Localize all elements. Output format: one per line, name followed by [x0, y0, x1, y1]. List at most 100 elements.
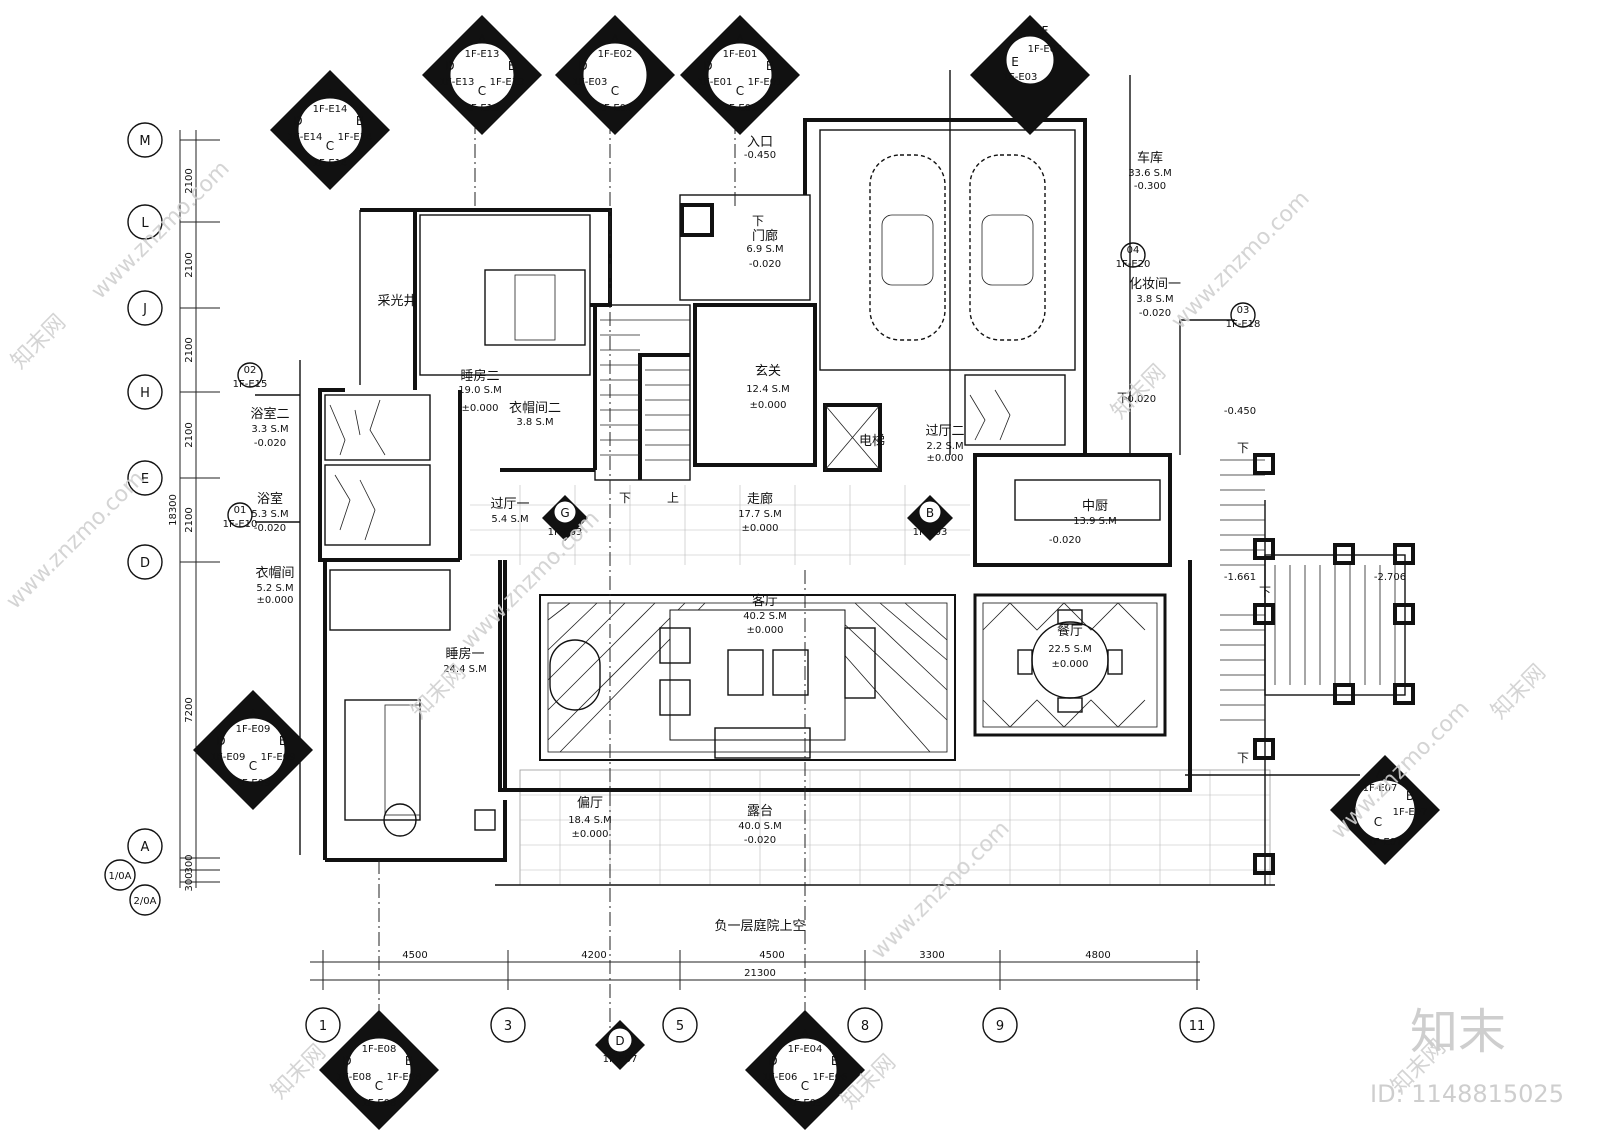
room-level: ±0.000: [926, 453, 963, 464]
room-level: -0.020: [1049, 535, 1081, 546]
room-name: 电梯: [859, 434, 885, 449]
watermark-brand: 知末网: [1487, 660, 1551, 724]
svg-text:B: B: [508, 59, 516, 73]
elevation-symbol-e04: A 1F-E04 D B 1F-E06 1F-E06 C 1F-E05: [745, 1010, 865, 1130]
svg-text:1F-E04: 1F-E04: [788, 1044, 823, 1055]
dim-text: 4200: [581, 950, 606, 961]
svg-text:B: B: [766, 59, 774, 73]
stair-up: 上: [667, 491, 679, 505]
room-name: 偏厅: [577, 796, 603, 811]
elevation-symbol-e13: A 1F-E13 D B 1F-E13 1F-E13 C 1F-E13: [422, 15, 542, 135]
svg-text:1F-E09: 1F-E09: [261, 752, 296, 763]
room-name: 睡房一: [445, 646, 484, 662]
watermark-brand: 知末网: [407, 660, 471, 724]
ref-callouts: 02 1F-E15 01 1F-E10 04 1F-E20 03 1F-E18 …: [223, 242, 1261, 1070]
room-area: 40.0 S.M: [738, 821, 782, 832]
watermark-logo: 知末: [1410, 1004, 1506, 1060]
col-bubbles: 1 3 5 8 9 11: [305, 1007, 1215, 1043]
room-name: 衣帽间二: [509, 400, 561, 416]
stairs: [600, 319, 1415, 875]
room-area: 3.3 S.M: [251, 424, 288, 435]
svg-text:A: A: [1376, 767, 1385, 781]
svg-text:1F-E02: 1F-E02: [598, 103, 633, 114]
svg-text:1F-E13: 1F-E13: [465, 49, 500, 60]
row-label: M: [139, 134, 150, 149]
svg-text:F: F: [1042, 24, 1049, 38]
col-label: 8: [861, 1019, 869, 1034]
svg-text:1F-E03: 1F-E03: [1003, 72, 1038, 83]
room-name: 过厅二: [925, 424, 964, 439]
svg-text:1F-E20: 1F-E20: [1116, 259, 1151, 270]
room-area: 5.2 S.M: [256, 583, 293, 594]
elevation-symbol-fe: F 1F-E03 E 1F-E03: [970, 15, 1090, 135]
svg-text:C: C: [1374, 815, 1382, 829]
room-name: 过厅一: [490, 497, 529, 512]
room-name: 浴室二: [250, 406, 289, 422]
room-name: 负一层庭院上空: [714, 918, 805, 934]
svg-text:A: A: [249, 707, 258, 721]
svg-text:1F-E03: 1F-E03: [573, 77, 608, 88]
level-text: -1.661: [1224, 572, 1256, 583]
room-name: 客厅: [752, 593, 778, 609]
elevation-symbol-e02: A 1F-E02 D 1F-E03 C 1F-E02: [555, 15, 675, 135]
svg-text:G: G: [560, 506, 569, 520]
row-label: H: [140, 386, 150, 401]
row-label: E: [141, 472, 149, 487]
svg-text:C: C: [801, 1079, 809, 1093]
svg-text:1F-E01: 1F-E01: [723, 49, 758, 60]
row-label: 1/0A: [109, 871, 132, 882]
dim-text: 2100: [184, 168, 195, 193]
svg-text:C: C: [249, 759, 257, 773]
svg-text:1F-E07: 1F-E07: [1363, 783, 1398, 794]
room-area: 3.8 S.M: [1136, 294, 1173, 305]
room-level: -0.020: [1139, 308, 1171, 319]
room-area: 17.7 S.M: [738, 509, 782, 520]
svg-text:C: C: [478, 84, 486, 98]
row-label: L: [141, 216, 149, 231]
room-name: 露台: [747, 804, 773, 819]
svg-text:1F-E03: 1F-E03: [1028, 44, 1063, 55]
beds: [344, 269, 586, 837]
svg-text:B: B: [279, 734, 287, 748]
svg-text:1F-E09: 1F-E09: [236, 724, 271, 735]
terrace-tiles: [519, 769, 1271, 886]
svg-text:A: A: [326, 87, 335, 101]
room-area: 19.0 S.M: [458, 385, 502, 396]
room-name: 车库: [1137, 150, 1163, 166]
svg-text:A: A: [801, 1027, 810, 1041]
dim-text: 2100: [184, 507, 195, 532]
dimensions-vertical: 2100 2100 2100 2100 2100 7200 300 300 18…: [168, 168, 195, 891]
watermark-site: www.znzmo.com: [457, 506, 605, 654]
room-name: 餐厅: [1057, 623, 1083, 639]
room-name: 走廊: [747, 491, 773, 507]
room-name: 中厨: [1082, 499, 1108, 514]
room-level: -0.020: [744, 835, 776, 846]
walls: [299, 118, 1275, 886]
room-level: -0.020: [254, 523, 286, 534]
svg-text:C: C: [326, 139, 334, 153]
svg-text:B: B: [405, 1054, 413, 1068]
watermark-brand: 知末网: [7, 310, 71, 374]
dim-text: 300: [184, 854, 195, 873]
elevation-symbol-e14: A 1F-E14 D B 1F-E14 1F-E14 C 1F-E14: [270, 70, 390, 190]
room-area: 3.8 S.M: [516, 417, 553, 428]
room-name: 门廊: [752, 228, 778, 244]
row-label: D: [140, 556, 150, 571]
svg-text:03: 03: [1237, 305, 1250, 316]
dim-text: 3300: [919, 950, 944, 961]
dim-text: 300: [184, 872, 195, 891]
room-level: -0.020: [749, 259, 781, 270]
svg-text:D: D: [293, 114, 302, 128]
dim-text: 4800: [1085, 950, 1110, 961]
watermark-site: www.znzmo.com: [87, 156, 235, 304]
dining-rug: [973, 593, 1167, 737]
svg-text:1F-E18: 1F-E18: [1226, 319, 1261, 330]
svg-text:1F-E01: 1F-E01: [723, 103, 758, 114]
svg-text:A: A: [611, 32, 620, 46]
stair-down: 下: [619, 491, 631, 505]
svg-text:A: A: [736, 32, 745, 46]
watermark-site: www.znzmo.com: [2, 466, 150, 614]
svg-text:01: 01: [234, 505, 247, 516]
room-level: ±0.000: [256, 595, 293, 606]
